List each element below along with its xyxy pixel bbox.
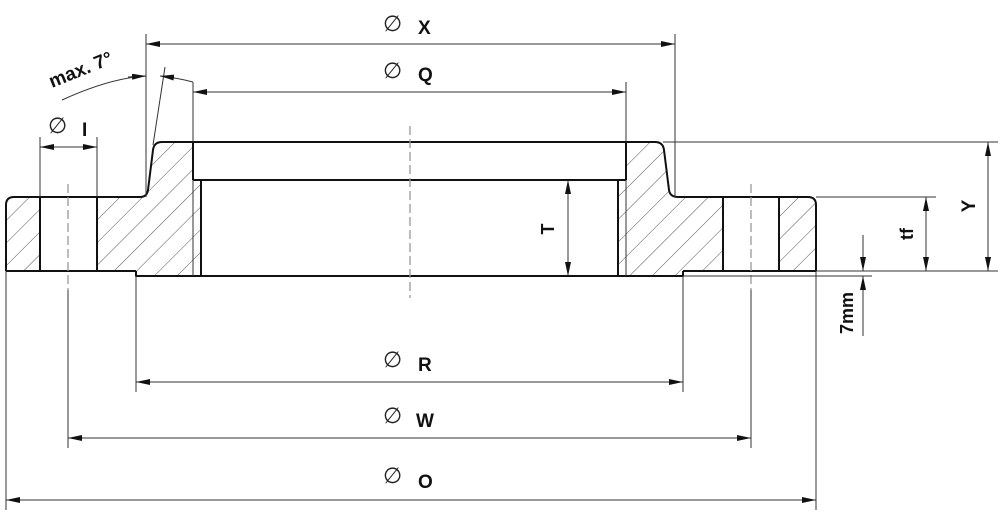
label-t: T xyxy=(538,224,558,235)
angle-note: max. 7° xyxy=(46,48,116,92)
label-o: O xyxy=(418,472,433,493)
extension-lines xyxy=(5,34,998,510)
label-w: W xyxy=(416,411,434,432)
diameter-symbol-i: ∅ xyxy=(48,114,67,139)
outer-profile xyxy=(5,141,817,271)
diameter-symbol-r: ∅ xyxy=(383,348,402,373)
label-i: I xyxy=(82,120,87,141)
label-r: R xyxy=(418,355,432,376)
centerlines xyxy=(67,126,752,298)
dimension-lines xyxy=(6,41,991,503)
hatch-left-hub xyxy=(97,142,201,276)
diameter-symbol-o: ∅ xyxy=(383,464,402,489)
diameter-symbol-x: ∅ xyxy=(383,12,402,37)
diameter-symbol-w: ∅ xyxy=(383,404,402,429)
hatch-left-rim xyxy=(6,197,40,271)
label-tf: tf xyxy=(897,227,917,240)
hatch-right-hub xyxy=(618,142,723,276)
label-q: Q xyxy=(418,65,433,86)
label-y: Y xyxy=(959,199,980,212)
angle-arrow-left xyxy=(127,73,147,80)
label-face-7mm: 7mm xyxy=(837,292,857,334)
section-hatching xyxy=(6,142,816,276)
hatch-right-rim xyxy=(779,197,816,271)
angle-arc-right xyxy=(159,74,194,83)
diameter-symbol-q: ∅ xyxy=(383,59,402,84)
ext-taper-line xyxy=(152,66,166,146)
label-x: X xyxy=(418,18,431,39)
